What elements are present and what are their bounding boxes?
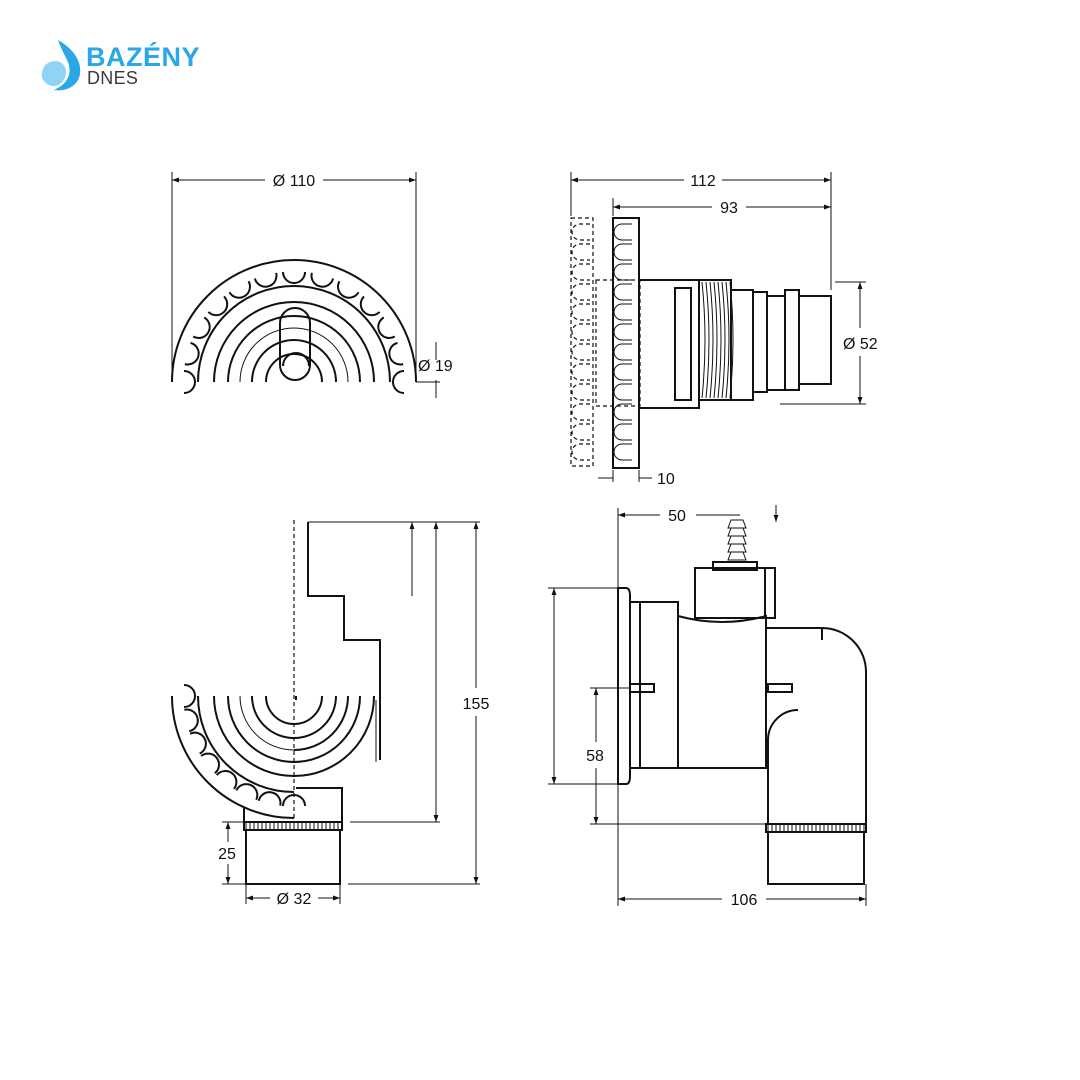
barb-ring bbox=[727, 543, 747, 553]
flange-scallop-dashed bbox=[571, 403, 590, 421]
barb-ring bbox=[727, 551, 747, 561]
flange-scallop bbox=[253, 272, 278, 288]
flange-scallop bbox=[207, 295, 229, 317]
flange-scallop bbox=[388, 341, 404, 366]
flange-scallop bbox=[184, 708, 199, 733]
flange-scallop bbox=[228, 280, 251, 299]
flange-scallop bbox=[613, 303, 632, 321]
dim-section-axis-height: 58 bbox=[586, 748, 604, 765]
flange-scallop bbox=[613, 243, 632, 261]
flange-scallop bbox=[192, 316, 211, 339]
flange-scallop-dashed bbox=[571, 323, 590, 341]
flange-scallop-dashed bbox=[571, 363, 590, 381]
thread-line bbox=[701, 281, 706, 399]
flange-scallop-dashed bbox=[571, 283, 590, 301]
flange-scallop bbox=[613, 263, 632, 281]
flange-scallop bbox=[282, 271, 306, 284]
flange-scallop bbox=[613, 403, 632, 421]
thread-line bbox=[725, 281, 730, 399]
flange-scallop bbox=[235, 783, 259, 801]
rear-view: 155 25 Ø 32 bbox=[171, 520, 490, 908]
flange-scallop bbox=[613, 343, 632, 361]
flange-scallop bbox=[613, 323, 632, 341]
flange-scallop-dashed bbox=[571, 423, 590, 441]
dim-side-flange-thickness: 10 bbox=[657, 471, 675, 488]
flange-scallop bbox=[183, 370, 196, 394]
dim-rear-pipe-diameter: Ø 32 bbox=[277, 891, 312, 908]
dim-side-diameter-body: Ø 52 bbox=[843, 336, 878, 353]
brand-name-line2: DNES bbox=[87, 68, 139, 88]
flange-scallops bbox=[183, 271, 405, 394]
flange-scallop-dashed bbox=[571, 443, 590, 461]
flange-scallop bbox=[216, 770, 238, 790]
dim-section-air-inlet: 50 bbox=[668, 508, 686, 525]
flange-scallop bbox=[257, 791, 282, 806]
flange-scallop bbox=[613, 363, 632, 381]
flange-scallop bbox=[613, 443, 632, 461]
dim-rear-height-total: 155 bbox=[463, 696, 490, 713]
dim-front-diameter-nozzle: Ø 19 bbox=[418, 358, 453, 375]
flange-scallops-side bbox=[613, 223, 632, 461]
flange-scallop-dashed bbox=[571, 223, 590, 241]
flange-scallop bbox=[392, 370, 405, 394]
dim-front-diameter-outer: Ø 110 bbox=[273, 173, 316, 190]
flange-scallop bbox=[613, 283, 632, 301]
flange-scallop bbox=[613, 223, 632, 241]
flange-scallop-dashed bbox=[571, 343, 590, 361]
flange-scallop bbox=[613, 383, 632, 401]
brand-logo: BAZÉNY DNES bbox=[38, 38, 218, 94]
side-section-view: 50 58 106 bbox=[548, 505, 867, 909]
pipe-knurl bbox=[245, 822, 339, 830]
flange-scallop bbox=[200, 752, 220, 774]
air-barb-fitting bbox=[727, 519, 747, 561]
flange-scallop-dashed bbox=[571, 383, 590, 401]
flange-scallop bbox=[282, 794, 306, 807]
flange-scallops-rear bbox=[183, 684, 306, 807]
flange-scallop bbox=[377, 316, 396, 339]
barb-ring bbox=[727, 535, 747, 545]
flange-scallop bbox=[189, 731, 207, 755]
flange-scallop bbox=[359, 295, 381, 317]
flange-scallop-dashed bbox=[571, 263, 590, 281]
flange-scallop bbox=[310, 272, 335, 288]
flange-scallop bbox=[184, 341, 200, 366]
brand-name-line1: BAZÉNY bbox=[86, 42, 201, 72]
dim-side-length-body: 93 bbox=[720, 200, 738, 217]
barb-ring bbox=[727, 519, 747, 529]
side-view: 112 93 10 Ø 52 bbox=[570, 172, 878, 488]
front-view: Ø 110 Ø 19 bbox=[171, 172, 453, 398]
barb-ring bbox=[727, 527, 747, 537]
water-drop-icon bbox=[41, 40, 81, 91]
thread-lines bbox=[701, 281, 734, 399]
flange-scallop bbox=[613, 423, 632, 441]
dim-rear-pipe-length: 25 bbox=[218, 846, 236, 863]
thread-line bbox=[705, 281, 710, 399]
dim-section-depth-total: 106 bbox=[731, 892, 758, 909]
thread-line bbox=[717, 281, 722, 399]
thread-line bbox=[713, 281, 718, 399]
pipe-knurl-side bbox=[767, 824, 865, 832]
dim-side-length-total: 112 bbox=[690, 173, 716, 190]
flange-scallop-dashed bbox=[571, 243, 590, 261]
flange-scallop bbox=[183, 684, 196, 708]
dashed-flange-scallops bbox=[571, 223, 590, 461]
thread-line bbox=[721, 281, 726, 399]
flange-scallop-dashed bbox=[571, 303, 590, 321]
flange-scallop bbox=[337, 280, 360, 299]
thread-line bbox=[709, 281, 714, 399]
